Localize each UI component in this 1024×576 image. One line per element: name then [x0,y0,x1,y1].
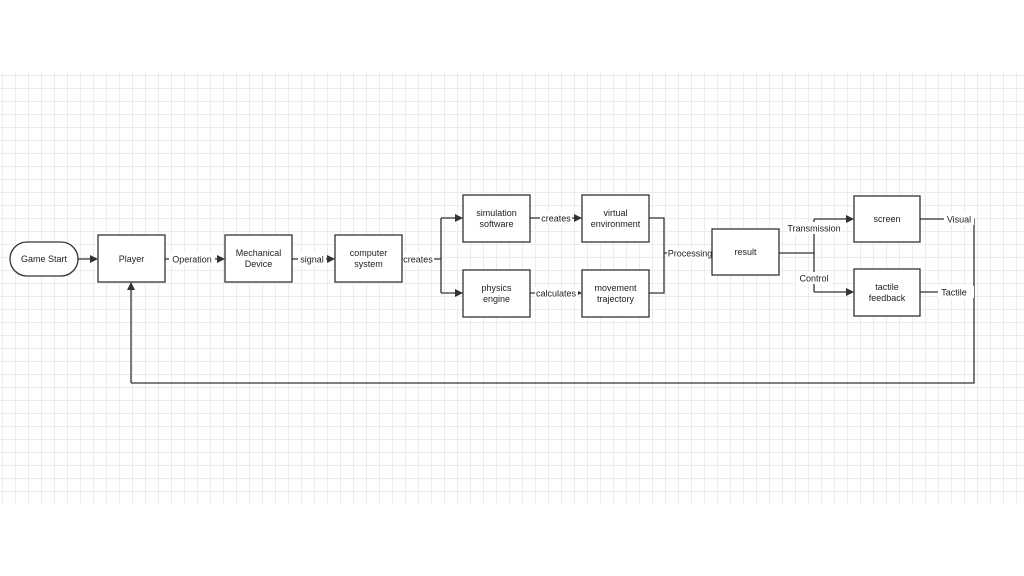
node-mechanical-device-line1: Mechanical [236,248,282,258]
node-mechanical-device: Mechanical Device [224,234,293,283]
label-operation: Operation [172,255,212,265]
label-signal: signal [300,255,324,265]
node-virtual-environment: virtual environment [581,194,650,243]
node-game-start-label: Game Start [21,254,68,264]
node-computer-system-line1: computer [350,248,388,258]
edge-merge-processing [649,217,665,294]
node-tactile-feedback-line2: feedback [869,293,906,303]
node-screen: screen [853,195,921,243]
node-movement-trajectory: movement trajectory [581,269,650,318]
node-simulation-software-line2: software [479,219,513,229]
node-physics-engine: physics engine [462,269,531,318]
label-control: Control [799,274,828,284]
node-tactile-feedback-line1: tactile [875,282,899,292]
label-visual: Visual [947,215,971,225]
node-simulation-software-line1: simulation [476,208,517,218]
node-virtual-environment-line2: environment [591,219,641,229]
node-game-start: Game Start [9,241,79,277]
node-virtual-environment-line1: virtual [603,208,627,218]
node-mechanical-device-line2: Device [245,259,273,269]
label-processing: Processing [668,249,713,259]
label-transmission: Transmission [787,224,840,234]
node-result: result [711,228,780,276]
node-movement-trajectory-line1: movement [594,283,637,293]
node-computer-system: computer system [334,234,403,283]
label-creates-main: creates [403,255,433,265]
label-tactile: Tactile [941,288,967,298]
node-player: Player [97,234,166,283]
node-tactile-feedback: tactile feedback [853,268,921,317]
label-calculates: calculates [536,289,577,299]
node-simulation-software: simulation software [462,194,531,243]
node-physics-engine-line2: engine [483,294,510,304]
label-creates-branch: creates [541,214,571,224]
node-movement-trajectory-line2: trajectory [597,294,635,304]
node-computer-system-line2: system [354,259,383,269]
node-result-label: result [734,247,757,257]
node-physics-engine-line1: physics [481,283,512,293]
node-player-label: Player [119,254,145,264]
node-screen-label: screen [873,214,900,224]
